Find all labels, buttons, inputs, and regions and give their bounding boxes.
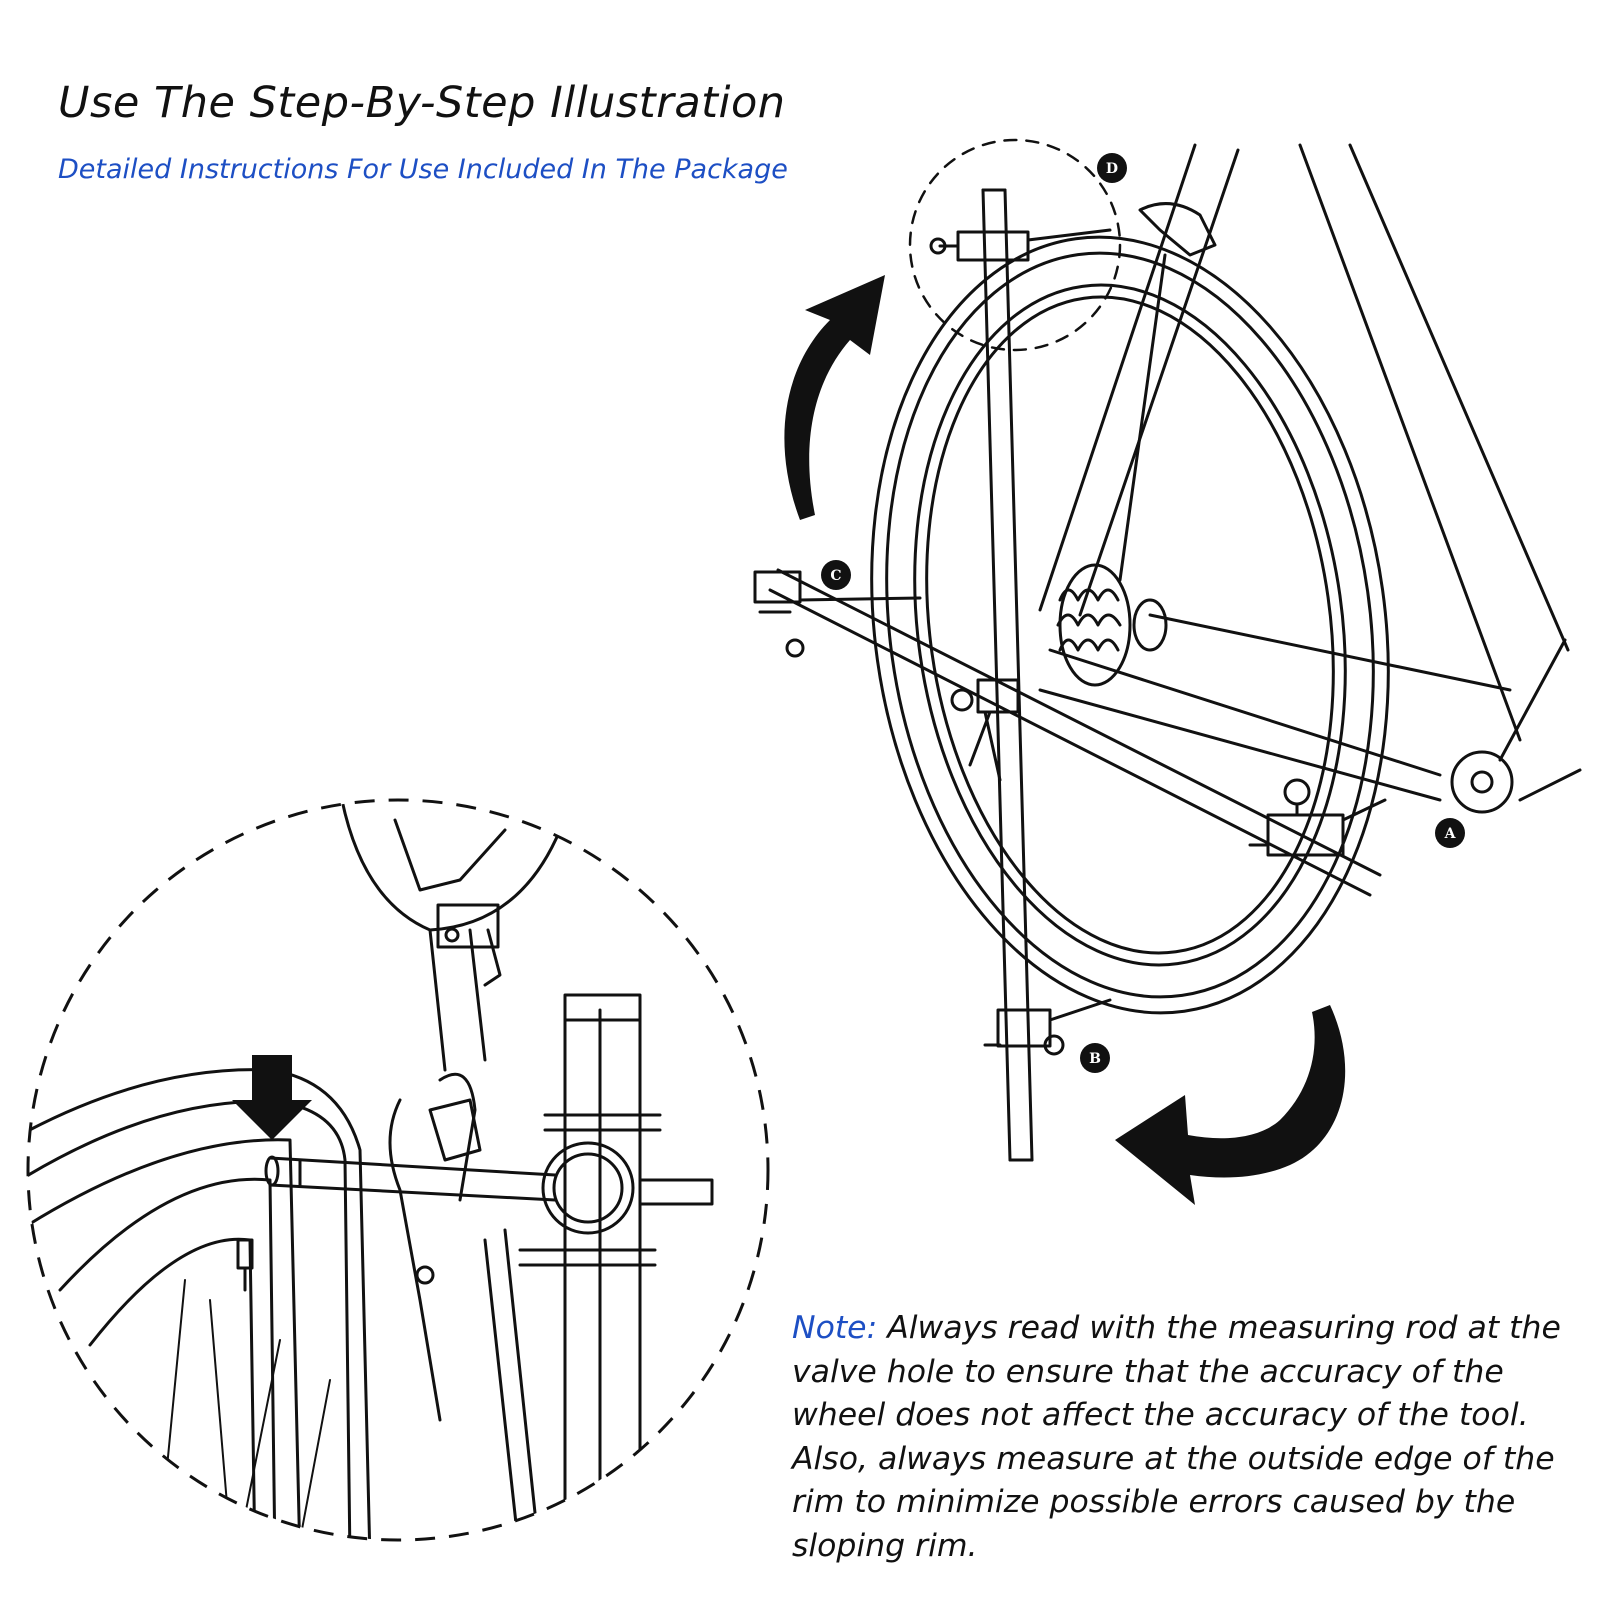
- marker-d: D: [1097, 153, 1127, 183]
- page-title: Use The Step-By-Step Illustration: [58, 78, 786, 128]
- marker-b: B: [1080, 1043, 1110, 1073]
- detail-circle-top: [908, 138, 1122, 352]
- marker-a: A: [1435, 818, 1465, 848]
- alignment-gauge: [753, 188, 1387, 1162]
- cassette-gears: [1056, 563, 1168, 687]
- bicycle-frame: [1038, 143, 1582, 814]
- down-arrow: [232, 1055, 312, 1140]
- svg-text:A: A: [1444, 826, 1457, 842]
- tire: [28, 1068, 372, 1540]
- svg-text:C: C: [830, 568, 841, 584]
- measuring-rod: [268, 1156, 557, 1202]
- page-subtitle: Detailed Instructions For Use Included I…: [58, 154, 788, 185]
- svg-text:B: B: [1089, 1051, 1101, 1067]
- note-paragraph: Note: Always read with the measuring rod…: [792, 1307, 1582, 1568]
- rotation-arrow-bottom: [1115, 1005, 1346, 1205]
- note-label: Note:: [792, 1310, 878, 1346]
- note-text: Always read with the measuring rod at th…: [792, 1310, 1561, 1564]
- inset-dashed-circle: [26, 798, 770, 1542]
- bicycle-wheel: [870, 235, 1390, 1015]
- marker-c: C: [821, 560, 851, 590]
- seat-post: [428, 928, 487, 1072]
- gauge-bar-inset: [563, 1008, 642, 1540]
- saddle: [338, 800, 562, 932]
- rotation-arrow-top: [784, 275, 885, 520]
- adjust-knob: [541, 1141, 635, 1235]
- inset-detail: [28, 800, 714, 1540]
- svg-text:D: D: [1106, 161, 1118, 177]
